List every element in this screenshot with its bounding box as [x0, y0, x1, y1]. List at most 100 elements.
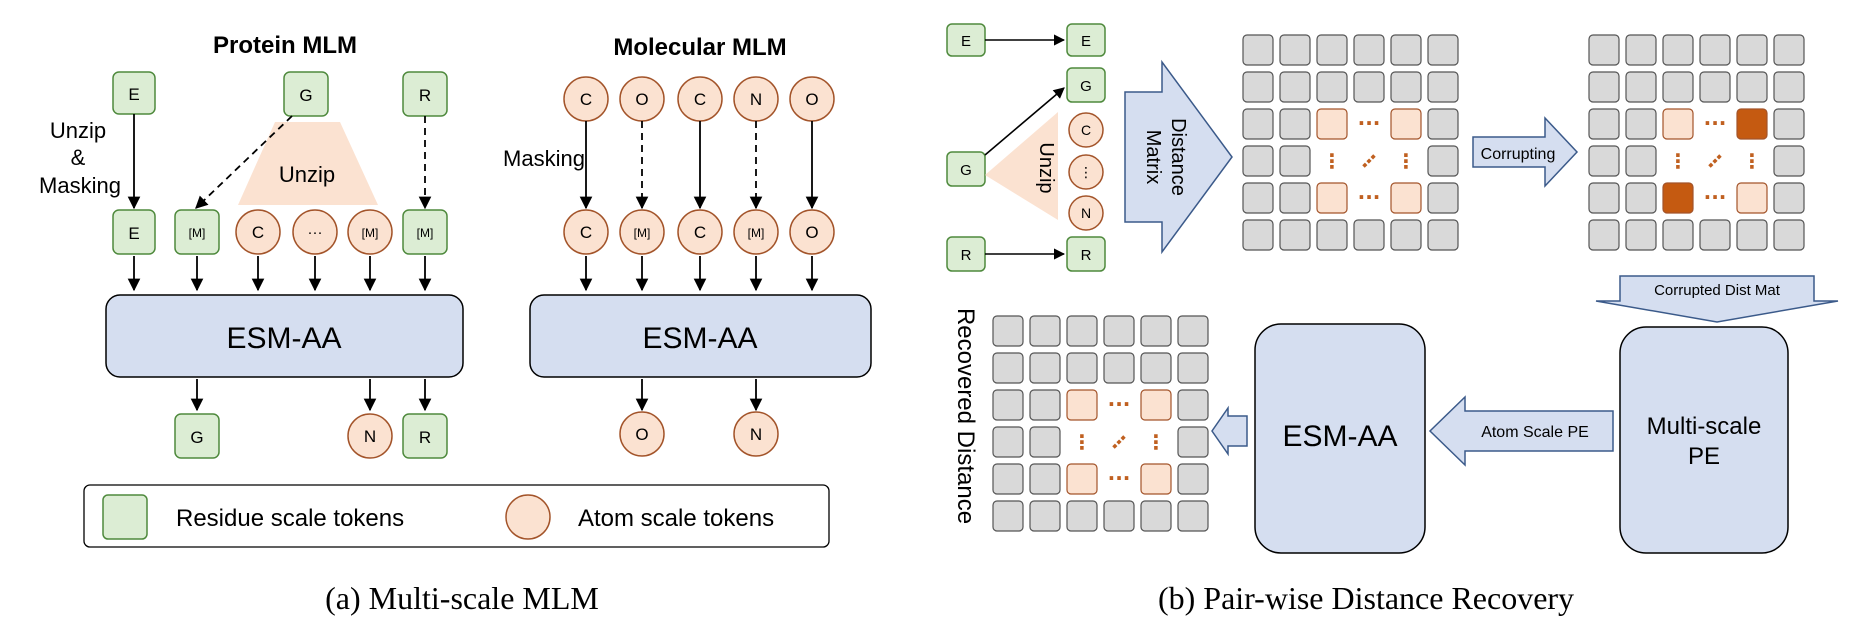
matrix-cell [1066, 352, 1098, 384]
b-right-token-e [1066, 23, 1106, 57]
b-right-token-g [1066, 67, 1106, 103]
corrupted-dist-label: Corrupted Dist Mat [1654, 282, 1781, 299]
legend-residue-swatch [102, 494, 148, 540]
mol-output-atom-n-label: N [750, 425, 762, 444]
mol-masking-arrows [579, 121, 819, 210]
matrix-cell [1662, 182, 1694, 214]
matrix-cell [1140, 315, 1172, 347]
protein-input-arrows [127, 256, 432, 292]
matrix-cell [1736, 182, 1768, 214]
protein-mid-atom-c-label: C [252, 223, 264, 242]
matrix-cell [992, 352, 1024, 384]
protein-top-token-g [283, 71, 329, 117]
matrix-cell [992, 463, 1024, 495]
b-atom-dots-label: ⋮ [1079, 164, 1093, 180]
matrix-cell [1662, 219, 1694, 251]
mol-top-atom-3-label: C [694, 90, 706, 109]
matrix-cell [992, 426, 1024, 458]
corrupting-label: Corrupting [1481, 146, 1556, 163]
matrix-cell [1242, 34, 1274, 66]
matrix-cell [1625, 219, 1657, 251]
matrix-cell [1427, 34, 1459, 66]
mol-output-arrows [635, 379, 763, 412]
b-right-token-g-label: G [1080, 78, 1092, 95]
corrupted-matrix-grid: ···⋮⋮⋮··· [1588, 34, 1805, 251]
matrix-cell [1029, 352, 1061, 384]
matrix-cell [1773, 108, 1805, 140]
matrix-ellipsis: ⋮ [1322, 149, 1342, 173]
atom-scale-pe-label: Atom Scale PE [1481, 424, 1589, 441]
matrix-cell [1066, 315, 1098, 347]
matrix-cell [1103, 315, 1135, 347]
b-atom-dots [1068, 154, 1104, 190]
matrix-cell [1625, 71, 1657, 103]
recovered-matrix-grid: ···⋮⋮⋮··· [992, 315, 1209, 532]
mol-mid-atom-3 [677, 209, 723, 255]
b-left-token-r-label: R [961, 247, 972, 264]
b-unzip-label: Unzip [1035, 142, 1057, 193]
matrix-cell [1242, 145, 1274, 177]
protein-mid-atom-mask-label: [M] [362, 226, 379, 240]
protein-top-token-g-label: G [299, 86, 312, 105]
matrix-cell [1736, 71, 1768, 103]
matrix-cell [1699, 219, 1731, 251]
protein-top-token-r-label: R [419, 86, 431, 105]
mol-top-atom-2-label: O [635, 90, 648, 109]
matrix-cell [1242, 219, 1274, 251]
multiscale-pe-box [1619, 326, 1789, 554]
matrix-cell [1427, 182, 1459, 214]
matrix-cell [1242, 71, 1274, 103]
matrix-cell [1316, 34, 1348, 66]
matrix-cell [1390, 71, 1422, 103]
corrupting-arrow [1472, 116, 1579, 188]
matrix-cell [1427, 145, 1459, 177]
protein-esm-aa-encoder [105, 294, 464, 378]
matrix-cell [1588, 71, 1620, 103]
matrix-cell [1279, 219, 1311, 251]
mol-mid-atom-5-label: O [805, 223, 818, 242]
matrix-cell [1390, 108, 1422, 140]
b-esm-aa-label: ESM-AA [1282, 420, 1397, 453]
matrix-cell [1662, 71, 1694, 103]
b-right-token-r [1066, 236, 1106, 272]
protein-mid-atom-mask [347, 209, 393, 255]
mol-mid-atom-3-label: C [694, 223, 706, 242]
matrix-cell [1177, 500, 1209, 532]
mol-mid-atom-2 [619, 209, 665, 255]
b-atom-c [1068, 112, 1104, 148]
b-left-token-g [946, 151, 986, 187]
matrix-cell [1588, 219, 1620, 251]
matrix-cell [1029, 389, 1061, 421]
matrix-cell [1390, 219, 1422, 251]
b-esm-aa-encoder [1254, 323, 1426, 554]
unzip-label-a: Unzip [279, 162, 335, 187]
matrix-cell [1427, 219, 1459, 251]
matrix-cell [1353, 71, 1385, 103]
mol-top-atom-5-label: O [805, 90, 818, 109]
matrix-cell [1427, 108, 1459, 140]
protein-mlm-title: Protein MLM [213, 32, 357, 59]
matrix-ellipsis: ⋮ [1146, 430, 1166, 454]
matrix-ellipsis: ··· [1704, 185, 1727, 209]
matrix-cell [992, 389, 1024, 421]
matrix-cell [1662, 108, 1694, 140]
protein-mid-token-mask-1 [174, 209, 220, 255]
matrix-ellipsis: ··· [1108, 466, 1131, 490]
mol-mid-atom-4 [733, 209, 779, 255]
mol-top-atoms: C O C N O [563, 76, 835, 122]
distance-matrix-arrow [1124, 59, 1233, 255]
matrix-cell [1625, 145, 1657, 177]
matrix-ellipsis: ⋮ [1072, 430, 1092, 454]
unzip-masking-label-2: & [71, 145, 86, 170]
mol-output-atom-o-label: O [635, 425, 648, 444]
matrix-cell [1390, 34, 1422, 66]
matrix-cell [1140, 500, 1172, 532]
protein-mid-token-e [112, 209, 156, 255]
matrix-cell [1773, 182, 1805, 214]
distance-matrix-label-2: Matrix [1142, 130, 1164, 184]
recovered-arrow [1211, 405, 1248, 457]
matrix-cell [1588, 34, 1620, 66]
matrix-cell [1625, 182, 1657, 214]
matrix-ellipsis: ⋮ [1742, 149, 1762, 173]
